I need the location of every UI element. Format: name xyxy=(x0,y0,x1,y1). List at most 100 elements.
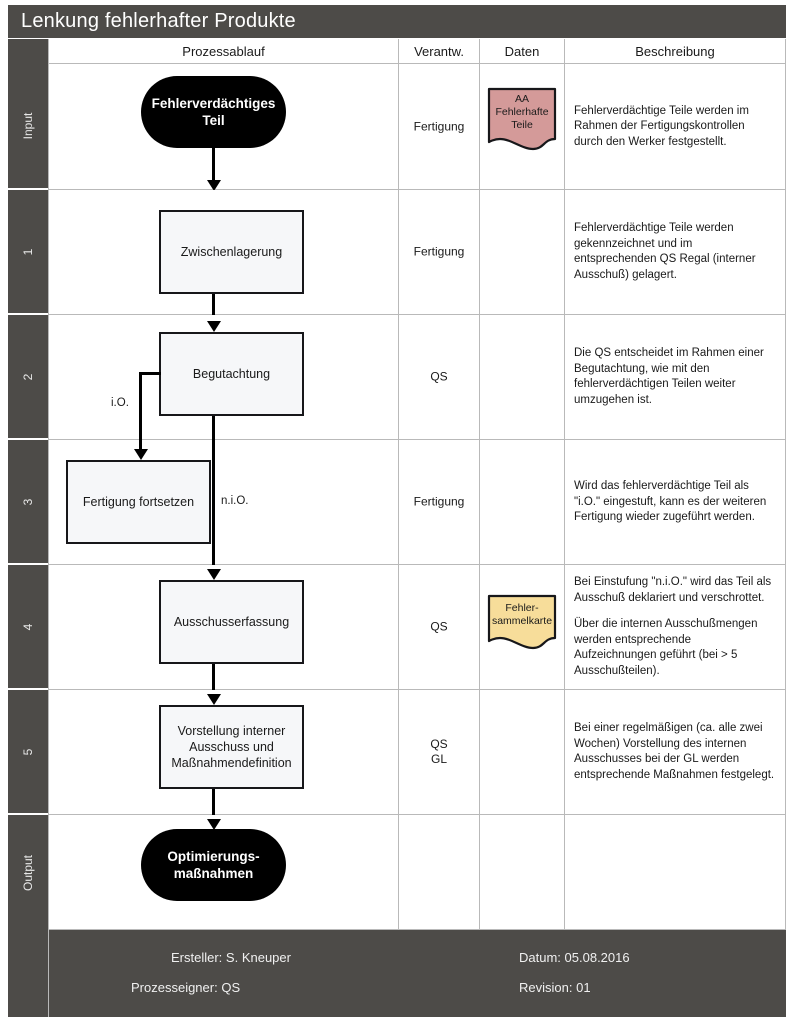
description-cell-2: Die QS entscheidet im Rahmen einer Begut… xyxy=(565,315,786,440)
terminator-optimierungsmassnahmen[interactable]: Optimierungs- maßnahmen xyxy=(141,829,286,901)
responsible-value: Fertigung xyxy=(413,119,465,133)
connector-line xyxy=(212,416,215,440)
responsible-cell-2: QS xyxy=(399,315,480,440)
connector-arrow xyxy=(206,180,221,191)
flow-cell-3: Fertigung fortsetzen n.i.O. xyxy=(48,440,399,565)
footer: Ersteller: S. Kneuper Prozesseigner: QS … xyxy=(8,930,786,1017)
responsible-cell-5: QS GL xyxy=(399,690,480,815)
description-text: Bei einer regelmäßigen (ca. alle zwei Wo… xyxy=(565,721,785,783)
connector-line-branch-ok xyxy=(139,440,142,451)
process-zwischenlagerung[interactable]: Zwischenlagerung xyxy=(159,210,304,294)
table-row: 4 Ausschusserfassung QS Fehler- sammelka… xyxy=(8,565,786,690)
footer-owner: Prozesseigner: QS xyxy=(131,980,240,995)
flow-cell-1: Zwischenlagerung xyxy=(48,190,399,332)
responsible-value: Fertigung xyxy=(413,244,465,259)
terminator-fehlerverdaechtiges-teil[interactable]: Fehlerverdächtiges Teil xyxy=(141,76,286,148)
responsible-value: QS xyxy=(430,619,448,634)
process-ausschusserfassung[interactable]: Ausschusserfassung xyxy=(159,580,304,664)
footer-date: Datum: 05.08.2016 xyxy=(519,950,630,965)
flow-cell-5: Vorstellung interner Ausschuss und Maßna… xyxy=(48,690,399,815)
description-text: Fehlerverdächtige Teile werden im Rahmen… xyxy=(565,103,785,150)
data-cell-output xyxy=(480,815,565,930)
document-shape-label: AA Fehlerhafte Teile xyxy=(495,93,549,131)
phase-label: 4 xyxy=(21,623,35,630)
connector-line-branch-ok xyxy=(139,372,161,375)
description-cell-1: Fehlerverdächtige Teile werden gekennzei… xyxy=(565,190,786,315)
table-row: Output Optimierungs- maßnahmen xyxy=(8,815,786,930)
connector-line-branch-nok xyxy=(212,440,215,565)
responsible-cell-1: Fertigung xyxy=(399,190,480,315)
footer-date-value: 05.08.2016 xyxy=(564,950,630,965)
description-cell-3: Wird das fehlerverdächtige Teil als "i.O… xyxy=(565,440,786,565)
footer-revision: Revision: 01 xyxy=(519,980,591,995)
connector-line xyxy=(212,294,215,332)
phase-label: 5 xyxy=(21,748,35,755)
data-cell-2 xyxy=(480,315,565,440)
connector-arrow xyxy=(206,569,221,580)
responsible-cell-3: Fertigung xyxy=(399,440,480,565)
phase-cell-5: 5 xyxy=(8,690,48,815)
footer-creator-label: Ersteller: xyxy=(171,950,223,965)
description-paragraph: Fehlerverdächtige Teile werden gekennzei… xyxy=(574,222,756,281)
description-text: Wird das fehlerverdächtige Teil als "i.O… xyxy=(565,479,785,526)
column-header-responsible: Verantw. xyxy=(399,39,480,64)
phase-label: 2 xyxy=(21,373,35,380)
description-paragraph: Wird das fehlerverdächtige Teil als "i.O… xyxy=(574,479,767,523)
phase-label: Output xyxy=(21,854,35,891)
responsible-cell-4: QS xyxy=(399,565,480,690)
table-row: 2 Begutachtung i.O. QS Die QS entscheide… xyxy=(8,315,786,440)
data-cell-5 xyxy=(480,690,565,815)
description-text: Fehlerverdächtige Teile werden gekennzei… xyxy=(565,221,785,283)
flow-cell-input: Fehlerverdächtiges Teil xyxy=(48,64,399,191)
footer-creator: Ersteller: S. Kneuper xyxy=(171,950,291,965)
description-cell-5: Bei einer regelmäßigen (ca. alle zwei Wo… xyxy=(565,690,786,815)
phase-label: 1 xyxy=(21,248,35,255)
responsible-value: QS xyxy=(430,369,448,384)
document-shape-fehlersammelkarte[interactable]: Fehler- sammelkarte xyxy=(486,593,558,659)
footer-phase-block xyxy=(8,930,48,1017)
flow-cell-output: Optimierungs- maßnahmen xyxy=(48,815,399,930)
process-flow-sheet: Lenkung fehlerhafter Produkte Prozessabl… xyxy=(8,5,786,1017)
description-text: Bei Einstufung "n.i.O." wird das Teil al… xyxy=(565,575,785,679)
phase-cell-output: Output xyxy=(8,815,48,930)
footer-date-label: Datum: xyxy=(519,950,561,965)
description-paragraph: Bei einer regelmäßigen (ca. alle zwei Wo… xyxy=(574,722,775,781)
process-vorstellung-interner-ausschuss[interactable]: Vorstellung interner Ausschuss und Maßna… xyxy=(159,705,304,789)
responsible-value: Fertigung xyxy=(413,494,465,509)
connector-arrow xyxy=(206,819,221,830)
description-paragraph: Fehlerverdächtige Teile werden im Rahmen… xyxy=(574,104,749,148)
column-header-data: Daten xyxy=(480,39,565,64)
phase-cell-4: 4 xyxy=(8,565,48,690)
description-paragraph: Über die internen Ausschußmengen werden … xyxy=(574,618,758,677)
document-shape-aa-fehlerhafte-teile[interactable]: AA Fehlerhafte Teile xyxy=(486,86,558,152)
column-header-flow: Prozessablauf xyxy=(48,39,399,64)
data-cell-3 xyxy=(480,440,565,565)
phase-cell-input: Input xyxy=(8,64,48,190)
connector-line xyxy=(212,148,215,182)
responsible-cell-input: Fertigung xyxy=(399,64,480,190)
process-fertigung-fortsetzen[interactable]: Fertigung fortsetzen xyxy=(66,460,211,544)
connector-arrow xyxy=(206,321,221,332)
responsible-value: QS GL xyxy=(430,737,448,766)
footer-creator-value: S. Kneuper xyxy=(225,950,291,965)
connector-line-branch-ok-down xyxy=(139,372,142,440)
process-begutachtung[interactable]: Begutachtung xyxy=(159,332,304,416)
phase-label: 3 xyxy=(21,498,35,505)
connector-line xyxy=(212,664,215,690)
table-row: 3 Fertigung fortsetzen n.i.O. Fertigung … xyxy=(8,440,786,565)
data-cell-1 xyxy=(480,190,565,315)
flow-cell-2: Begutachtung i.O. xyxy=(48,315,399,440)
footer-owner-value: QS xyxy=(221,980,241,995)
table-row: Input Fehlerverdächtiges Teil Fertigung … xyxy=(8,64,786,191)
document-shape-outline xyxy=(487,594,557,650)
description-paragraph: Bei Einstufung "n.i.O." wird das Teil al… xyxy=(574,576,772,604)
process-grid: Input Fehlerverdächtiges Teil Fertigung … xyxy=(8,64,786,930)
phase-cell-2: 2 xyxy=(8,315,48,440)
table-row: 5 Vorstellung interner Ausschuss und Maß… xyxy=(8,690,786,815)
connector-arrow xyxy=(206,694,221,705)
description-paragraph: Die QS entscheidet im Rahmen einer Begut… xyxy=(574,347,764,406)
branch-label-ok: i.O. xyxy=(111,397,129,409)
description-cell-4: Bei Einstufung "n.i.O." wird das Teil al… xyxy=(565,565,786,690)
footer-content: Ersteller: S. Kneuper Prozesseigner: QS … xyxy=(48,930,786,1017)
description-cell-input: Fehlerverdächtige Teile werden im Rahmen… xyxy=(565,64,786,190)
